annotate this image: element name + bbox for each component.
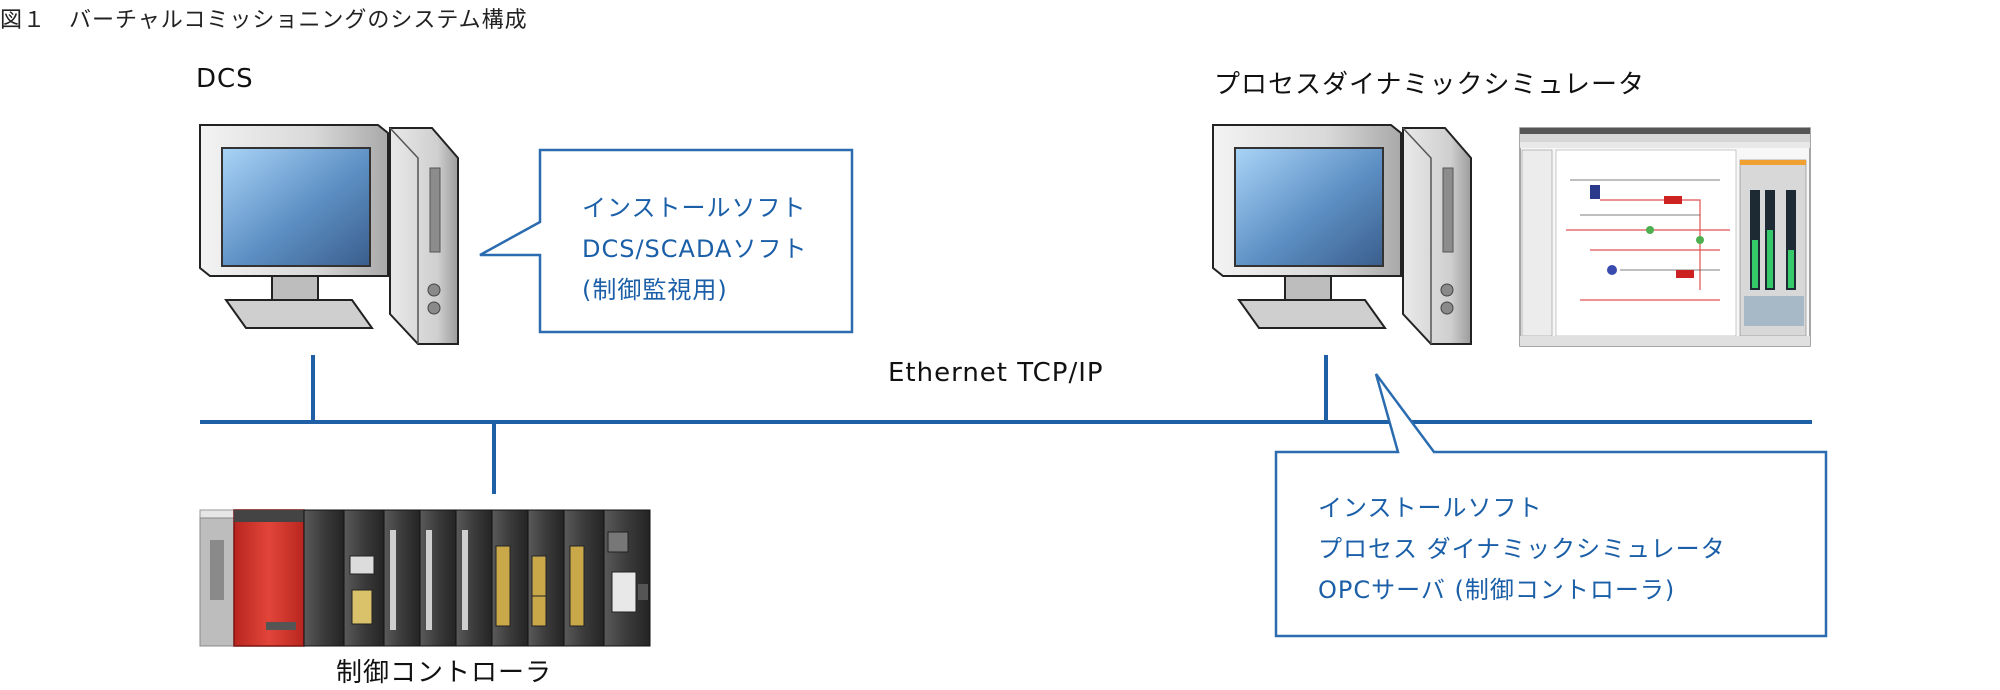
network-label: Ethernet TCP/IP xyxy=(888,358,1104,388)
simulator-label: プロセスダイナミックシミュレータ xyxy=(1214,70,1645,100)
simulator-callout-text: インストールソフト プロセス ダイナミックシミュレータ OPCサーバ (制御コン… xyxy=(1318,488,1726,611)
plc-controller-rack xyxy=(199,509,651,647)
simulator-computer-icon xyxy=(1212,124,1472,345)
simulator-callout-box xyxy=(1274,373,1828,638)
dcs-callout-line-3: (制御監視用) xyxy=(582,276,728,304)
simulator-callout-line-1: インストールソフト xyxy=(1318,494,1543,522)
simulator-callout-line-2: プロセス ダイナミックシミュレータ xyxy=(1318,535,1726,563)
simulator-screen-thumbnail xyxy=(1519,127,1811,347)
dcs-computer-icon xyxy=(199,124,459,345)
simulator-callout-line-3: OPCサーバ (制御コントローラ) xyxy=(1318,576,1676,604)
dcs-callout-box xyxy=(479,148,854,334)
dcs-callout-text: インストールソフト DCS/SCADAソフト (制御監視用) xyxy=(582,188,807,311)
dcs-label: DCS xyxy=(196,64,254,94)
figure-title: 図１ バーチャルコミッショニングのシステム構成 xyxy=(0,8,528,33)
controller-label: 制御コントローラ xyxy=(336,658,553,688)
ethernet-network xyxy=(200,355,1812,494)
dcs-callout-line-1: インストールソフト xyxy=(582,194,807,222)
dcs-callout-line-2: DCS/SCADAソフト xyxy=(582,235,808,263)
